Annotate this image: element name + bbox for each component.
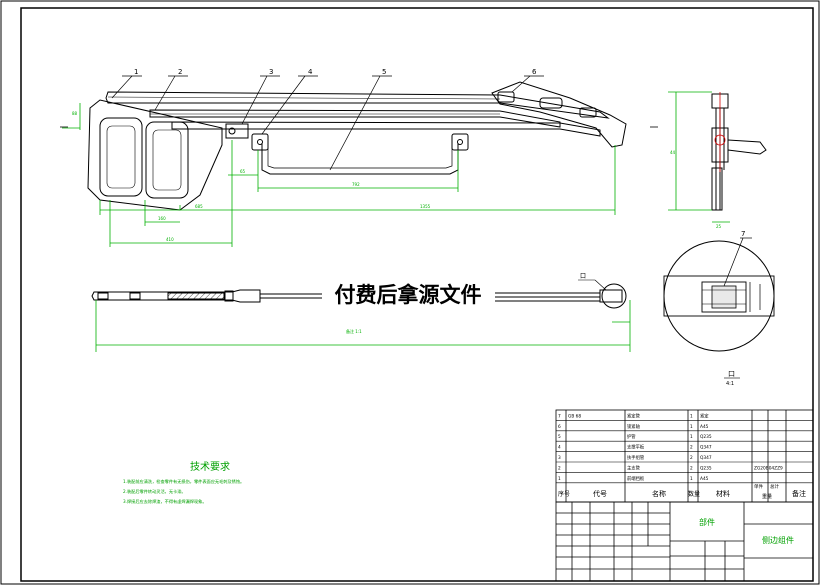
pin-block [225,123,249,139]
left-bracket [87,99,223,211]
bom-cell-name: 主支管 [627,464,641,471]
bom-cell-qty: 2 [690,455,693,461]
bom-header-name: 名称 [652,489,666,498]
detail-view: 7 口 4:1 [663,230,775,387]
bom-cell-mat: A45 [700,424,709,430]
front-dimension-values: 88 685 1355 65 792 160 410 [72,111,431,242]
bom-cell-seq: 1 [558,476,561,482]
bom-header-seq: 序号 [558,490,570,498]
watermark-banner: 付费后拿源文件 [335,283,482,307]
bom-cell-name: 紧定管 [627,412,641,419]
bom-header-note: 备注 [792,489,806,498]
bom-cell-note: ZG20B04ZZ9 [754,465,783,471]
tech-req-line-3: 3.焊接后应去除焊渣，不得有虚焊漏焊现象。 [123,498,207,505]
tech-req-lines: 1.装配前应清洗，检查零件有无损伤，零件表面应无毛刺及锈蚀。 2.装配后零件转动… [123,478,244,505]
side-dim-width: 25 [716,224,722,229]
bom-cell-seq: 3 [558,455,561,461]
bom-cell-name: 锁紧轴 [627,423,640,430]
bom-cell-seq: 5 [558,434,561,440]
balloon-labels: 1 2 3 4 5 6 [134,68,537,76]
front-dimensions [62,103,616,247]
tech-req-line-1: 1.装配前应清洗，检查零件有无损伤，零件表面应无毛刺及锈蚀。 [123,478,244,485]
side-dimensions [668,91,730,223]
tube-middle [149,109,561,128]
bottom-view [91,283,627,309]
svg-text:410: 410 [166,237,174,242]
svg-text:685: 685 [195,204,203,209]
bom-cell-name: 支撑平板 [627,444,645,451]
svg-text:65: 65 [240,169,246,174]
tube-lower [171,121,601,137]
tube-upper [105,91,610,119]
part-note: 备注 1:1 [346,328,362,334]
svg-text:1355: 1355 [420,204,431,209]
bom-cell-seq: 2 [558,465,561,471]
balloon-6: 6 [532,68,537,76]
title-block-title: 侧边组件 [762,535,794,545]
side-view-highlight [714,92,726,172]
bom-cell-mat: Q347 [700,455,712,461]
bom-header-wt_label: 重量 [762,493,772,500]
balloon-3: 3 [269,68,273,76]
detail-callout-marker: 口 [580,273,586,280]
bom-cell-qty: 1 [690,424,693,430]
tech-req-title: 技术要求 [190,460,230,473]
title-block-part: 部件 [699,517,715,527]
bom-header-qty: 数量 [688,490,700,498]
bom-cell-qty: 1 [690,434,693,440]
bom-cell-qty: 1 [690,476,693,482]
bom-cell-name: 前端挡板 [627,475,645,482]
balloon-4: 4 [308,68,313,76]
part-balloons [111,75,544,171]
bottom-view-notes: 备注 1:1 [346,328,362,334]
detail-scale: 4:1 [726,381,734,387]
right-head [491,81,627,148]
bom-header-wt2: 总计 [770,483,779,490]
bom-cell-code: GB 68 [568,413,581,419]
bom-cell-seq: 7 [558,413,561,419]
bom-cell-qty: 1 [690,413,693,419]
bom-cell-mat: Q235 [700,434,712,440]
detail-label: 口 [728,370,735,378]
bom-cell-qty: 2 [690,445,693,451]
drawing-frame [20,7,814,582]
balloon-2: 2 [178,68,182,76]
bom-cell-mat: Q235 [700,465,712,471]
bottom-dimensions [95,300,631,352]
handle [261,143,459,175]
bom-cell-mat: A45 [700,476,709,482]
bom-cell-qty: 2 [690,465,693,471]
bom-header-mat: 材料 [716,489,730,498]
bom-header-code: 代号 [593,489,607,498]
svg-text:88: 88 [72,111,78,116]
balloon-5: 5 [382,68,386,76]
bracket-window-1 [99,117,143,197]
bom-cell-mat: 紧定 [700,412,709,419]
bom-cell-seq: 4 [558,445,561,451]
side-dim-height: 44 [670,150,676,155]
bom-cell-seq: 6 [558,424,561,430]
bom-cell-mat: Q347 [700,445,712,451]
balloon-7: 7 [741,230,745,238]
bracket-window-2 [145,121,189,199]
svg-text:160: 160 [158,216,166,221]
tech-req-line-2: 2.装配后零件转动灵活，无卡滞。 [123,488,186,495]
bom-cell-name: 护管 [627,433,636,440]
balloon-1: 1 [134,68,138,76]
front-view [87,81,627,211]
svg-text:792: 792 [352,182,360,187]
bom-cell-name: 扶手组管 [627,454,645,461]
title-block [555,501,814,582]
bom-header-wt1: 单件 [754,483,763,490]
